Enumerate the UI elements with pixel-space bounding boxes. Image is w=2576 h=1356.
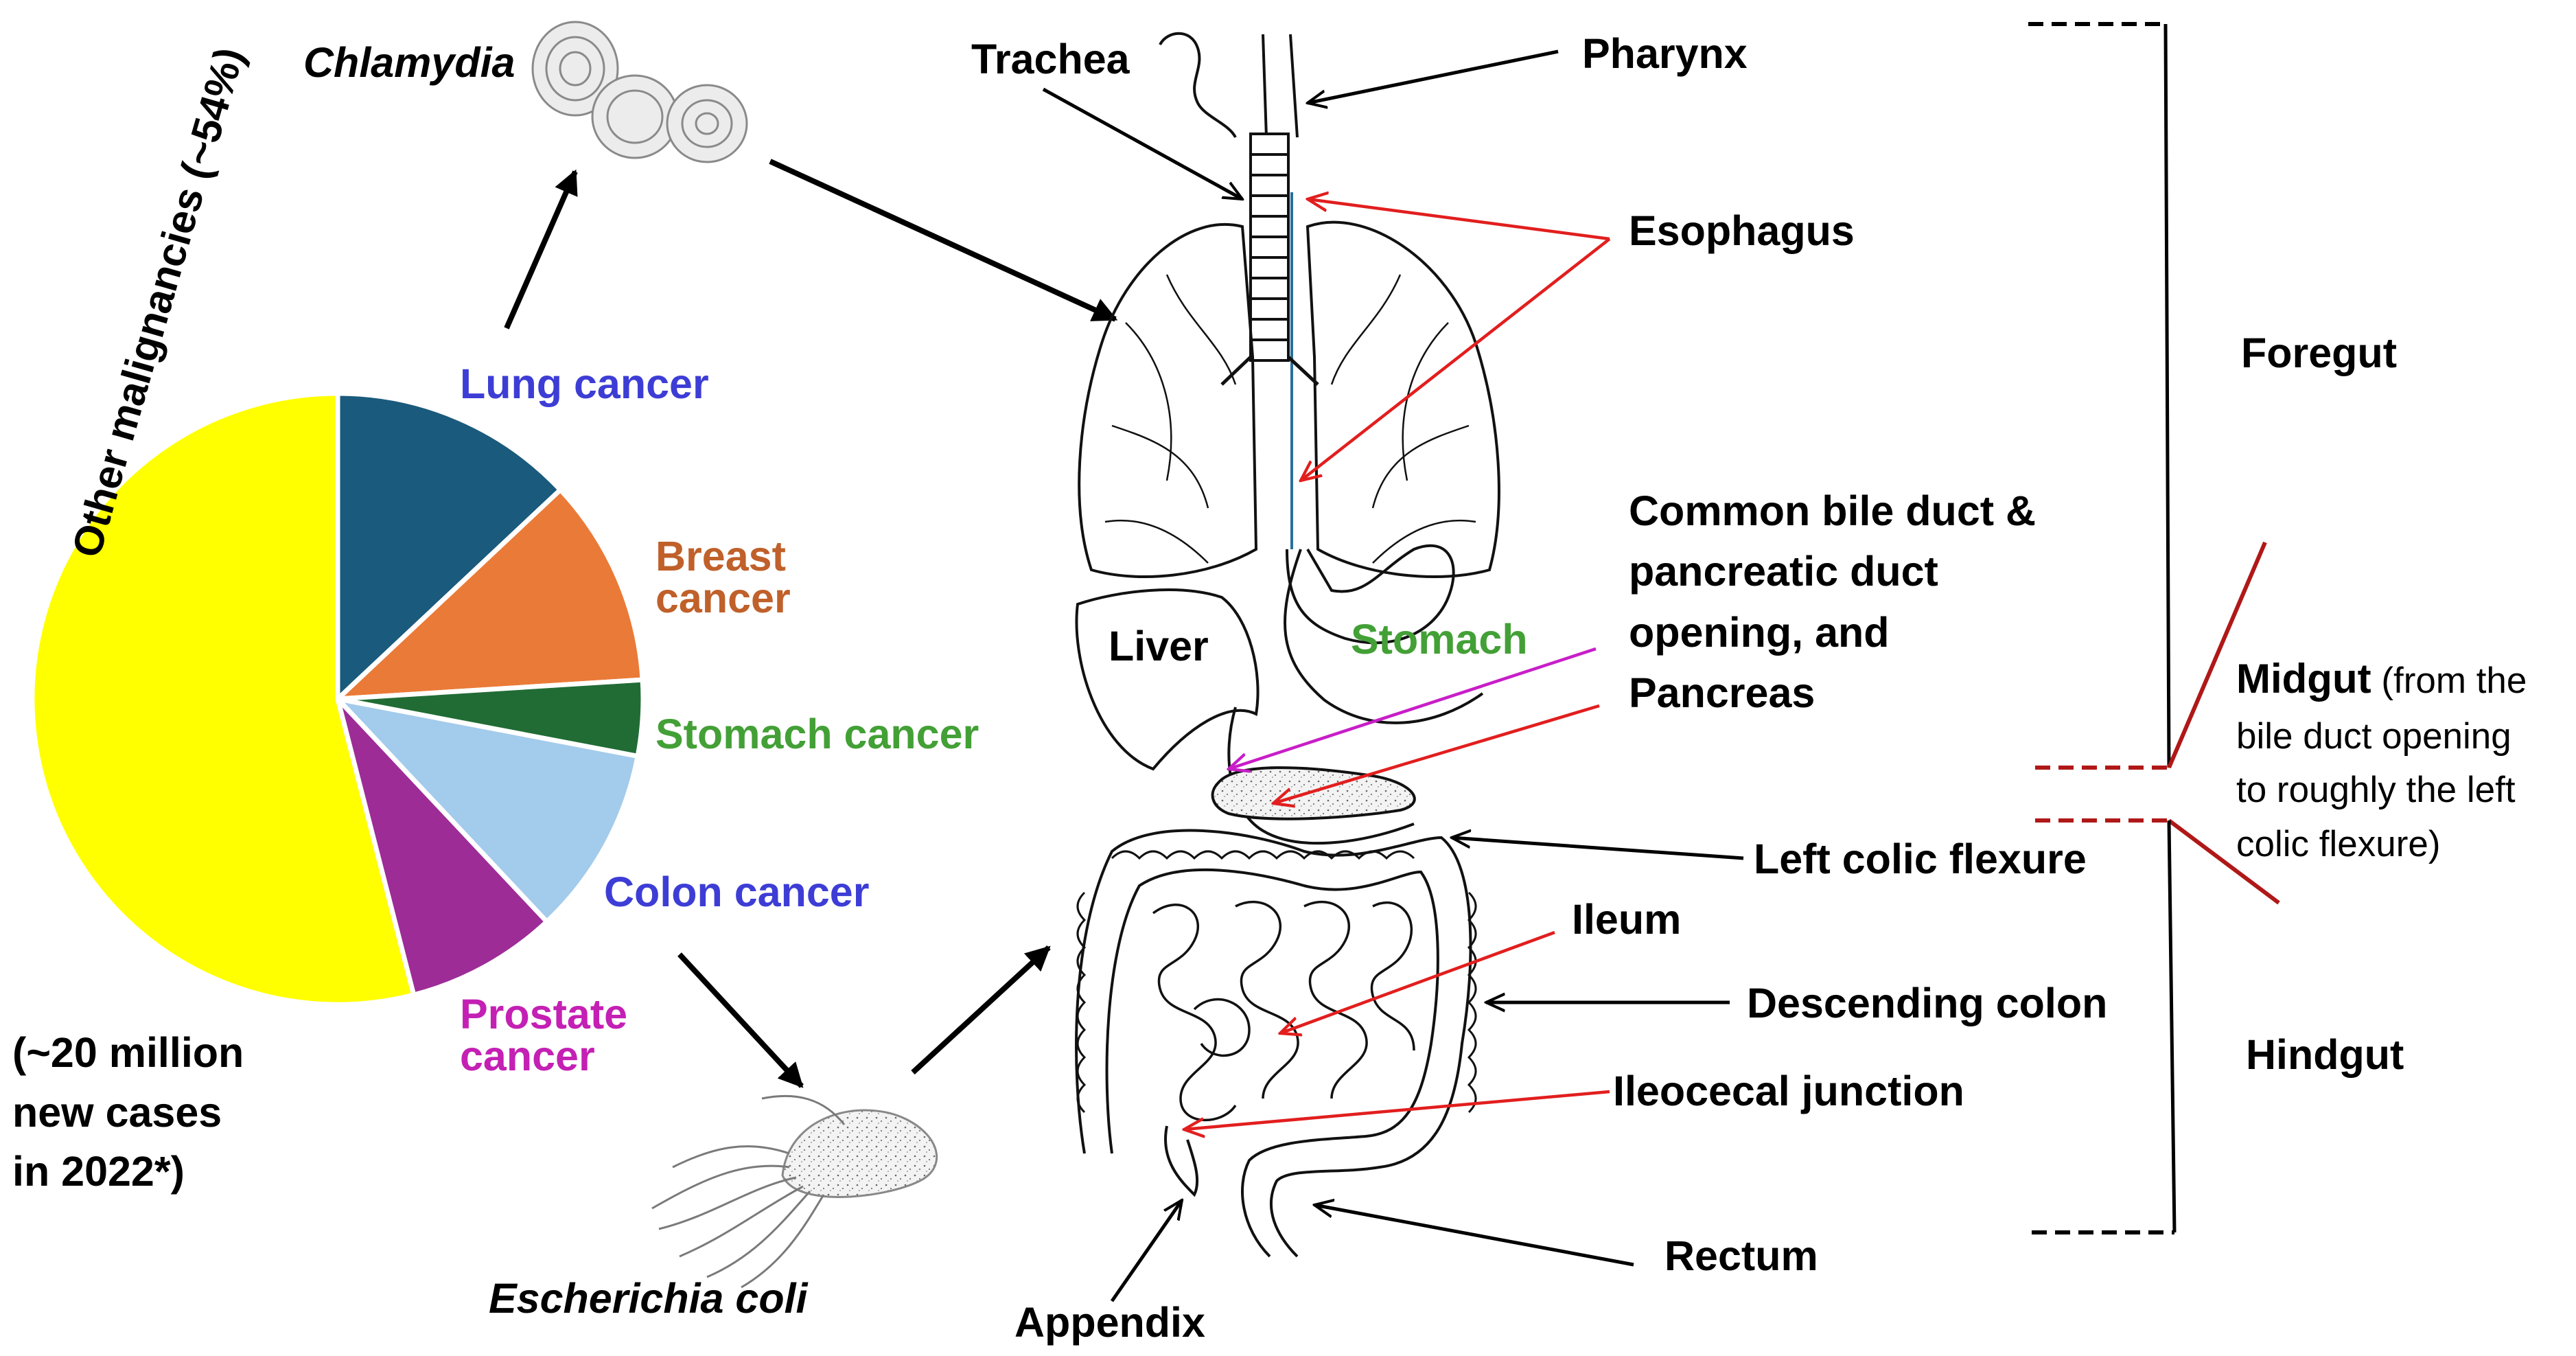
- arrow-ileum: [1280, 930, 1555, 1033]
- pie-slice-breast-cancer: [331, 486, 645, 702]
- foregut-label: Foregut: [2241, 330, 2398, 376]
- bile-pancreas-label: Common bile duct & pancreatic duct openi…: [1629, 487, 2037, 717]
- arrow-ecoli-to-colon: [911, 945, 1051, 1075]
- red-pointer-arrows: [1184, 199, 1611, 1129]
- ecoli-label: Escherichia coli: [489, 1275, 808, 1322]
- midgut-desc-line-1: (from the: [2371, 660, 2527, 701]
- rectum-label: Rectum: [1664, 1232, 1818, 1279]
- pie-slice-other-malignancies: [30, 391, 417, 1007]
- esophagus-label: Esophagus: [1629, 207, 1855, 254]
- arrow-ileocecal: [1184, 1090, 1610, 1129]
- arrow-pharynx: [1308, 49, 1559, 103]
- small-intestine-loops: [1152, 901, 1415, 1121]
- gut-division-bracket: [2028, 22, 2280, 1234]
- arrow-appendix: [1110, 1200, 1182, 1302]
- chlamydia-label: Chlamydia: [303, 39, 515, 86]
- lung-cancer-label: Lung cancer: [460, 360, 709, 407]
- ileocecal-junction-label: Ileocecal junction: [1613, 1068, 1964, 1114]
- ecoli-illustration: [651, 1094, 938, 1289]
- arrow-chlamydia-to-lung: [769, 159, 1118, 322]
- pancreas-shape: [1211, 766, 1416, 820]
- chlamydia-illustration: [531, 21, 748, 163]
- pie-slice-prostate-cancer: [335, 697, 550, 998]
- pathogen-flow-arrows: [504, 159, 1118, 1088]
- hindgut-label: Hindgut: [2246, 1031, 2404, 1078]
- descending-colon-label: Descending colon: [1747, 980, 2108, 1026]
- arrow-bile-duct: [1229, 647, 1597, 769]
- arrow-colon-to-ecoli: [677, 952, 804, 1088]
- arrow-pancreas: [1273, 704, 1600, 803]
- prostate-cancer-label: Prostate cancer: [460, 991, 628, 1079]
- trachea-label: Trachea: [971, 36, 1130, 82]
- arrow-esophagus-lower: [1301, 238, 1611, 481]
- lung-veins: [1104, 274, 1476, 564]
- colon-cancer-label: Colon cancer: [604, 869, 870, 915]
- arrow-rectum: [1314, 1205, 1634, 1267]
- anatomy-pointer-arrows: [1042, 49, 1744, 1302]
- total-cases-note: (~20 million new cases in 2022*): [12, 1029, 244, 1195]
- arrow-left-colic: [1452, 838, 1744, 860]
- cancer-incidence-pie: [30, 391, 646, 1007]
- breast-cancer-label: Breast cancer: [655, 533, 791, 621]
- arrow-lung-to-chlamydia: [504, 169, 578, 330]
- arrow-trachea: [1042, 87, 1242, 199]
- ileum-label: Ileum: [1572, 896, 1682, 943]
- pharynx-label: Pharynx: [1582, 30, 1748, 77]
- stomach-cancer-label: Stomach cancer: [655, 711, 979, 757]
- midgut-label: Midgut: [2236, 656, 2371, 702]
- colon-bumps: [1076, 850, 1477, 1114]
- digestive-system-illustration: [1075, 32, 1500, 1258]
- arrow-esophagus-upper: [1308, 199, 1610, 241]
- midgut-desc-rest: bile duct opening to roughly the left co…: [2236, 715, 2516, 864]
- left-colic-flexure-label: Left colic flexure: [1754, 836, 2087, 882]
- pie-slice-colon-cancer: [331, 695, 641, 926]
- appendix-label: Appendix: [1014, 1299, 1205, 1346]
- stomach-organ-label: Stomach: [1351, 616, 1528, 663]
- pie-slice-lung-cancer: [335, 391, 564, 705]
- liver-label: Liver: [1109, 623, 1209, 669]
- trachea-rings: [1251, 153, 1288, 341]
- midgut-description: Midgut (from the bile duct opening to ro…: [2236, 649, 2527, 871]
